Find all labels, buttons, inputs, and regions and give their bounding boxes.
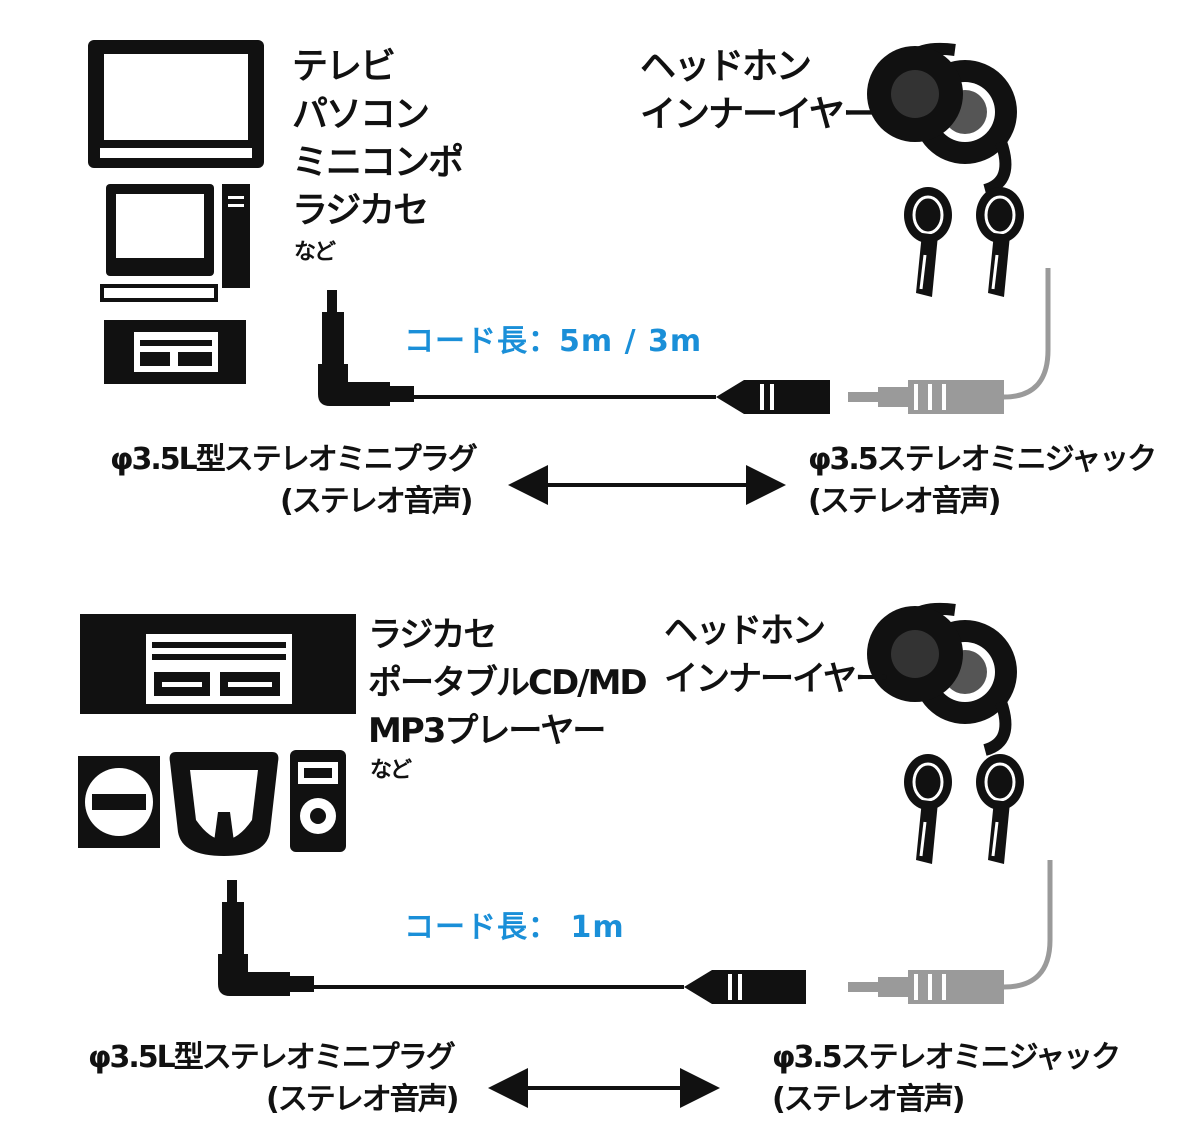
- plug-label: φ3.5L型ステレオミニプラグ: [110, 442, 478, 477]
- jack-icon: [716, 380, 830, 414]
- jack-label: φ3.5ステレオミニジャック: [808, 442, 1157, 477]
- l-plug-icon: [318, 290, 414, 406]
- source-label-tv: テレビ: [292, 46, 396, 87]
- source-label-mp3: MP3プレーヤー: [368, 711, 606, 751]
- earbuds-icon: [902, 752, 1026, 866]
- jack-icon: [684, 970, 806, 1004]
- headphone-icon: [867, 606, 1017, 750]
- headphone-icon: [867, 46, 1017, 190]
- source-etc-label: など: [370, 758, 412, 783]
- plug-sub-label: (ステレオ音声): [266, 1082, 459, 1117]
- source-label-radio: ラジカセ: [292, 190, 429, 231]
- pc-icon: [100, 184, 250, 302]
- headphone-plug-icon: [848, 268, 1051, 414]
- plug-sub-label: (ステレオ音声): [280, 484, 473, 519]
- source-label-minicompo: ミニコンポ: [292, 142, 464, 183]
- headphone-label: ヘッドホン: [640, 46, 812, 87]
- inner-ear-label: インナーイヤー: [664, 659, 889, 699]
- headphone-plug-icon: [848, 860, 1053, 1004]
- l-plug-icon: [218, 880, 314, 996]
- portable-cd-icon: [78, 756, 160, 848]
- jack-label: φ3.5ステレオミニジャック: [772, 1040, 1121, 1075]
- source-label-portable-cdmd: ポータブルCD/MD: [368, 663, 648, 703]
- headphone-label: ヘッドホン: [664, 611, 826, 651]
- jack-sub-label: (ステレオ音声): [808, 484, 1001, 519]
- inner-ear-label: インナーイヤー: [640, 94, 879, 135]
- radio-cassette-icon: [80, 614, 356, 714]
- mini-component-icon: [104, 320, 246, 384]
- plug-label: φ3.5L型ステレオミニプラグ: [88, 1040, 456, 1075]
- tv-icon: [88, 40, 264, 168]
- portable-md-icon: [169, 752, 279, 856]
- jack-sub-label: (ステレオ音声): [772, 1082, 965, 1117]
- cord-length-label: コード長：5m / 3m: [404, 324, 703, 359]
- source-label-radio: ラジカセ: [368, 615, 497, 655]
- source-label-pc: パソコン: [292, 94, 430, 135]
- source-etc-label: など: [294, 240, 336, 265]
- mp3-player-icon: [290, 750, 346, 852]
- cord-length-label: コード長： 1m: [404, 910, 625, 945]
- earbuds-icon: [902, 185, 1026, 299]
